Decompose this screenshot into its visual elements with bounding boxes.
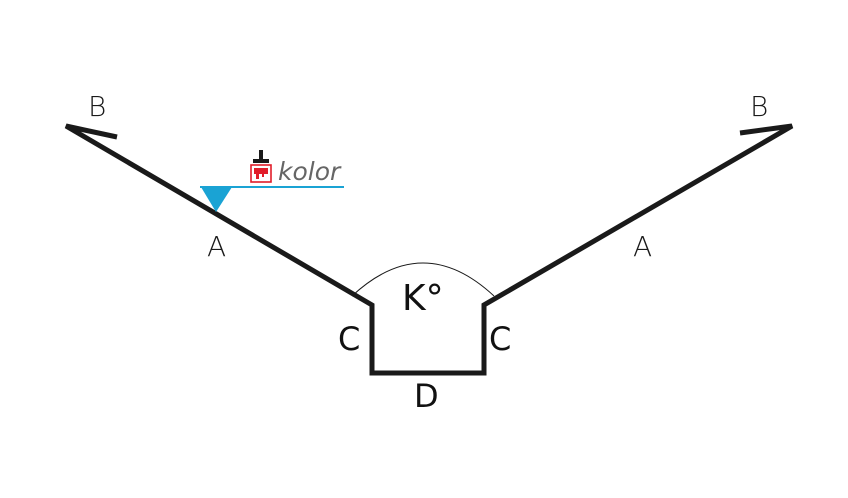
triangle-down-icon — [201, 187, 232, 212]
label-b-left: B — [88, 90, 106, 123]
profile-outline — [64, 123, 794, 376]
label-b-right: B — [750, 90, 768, 123]
label-k-angle: K° — [402, 278, 444, 319]
paint-legend-label: kolor — [278, 157, 342, 186]
paintbrush-bucket-icon — [250, 150, 272, 183]
label-a-left: A — [207, 230, 226, 263]
angle-arc — [351, 262, 495, 297]
label-c-right: C — [489, 320, 511, 358]
label-c-left: C — [338, 320, 360, 358]
label-a-right: A — [633, 230, 652, 263]
label-d-bottom: D — [414, 377, 439, 415]
